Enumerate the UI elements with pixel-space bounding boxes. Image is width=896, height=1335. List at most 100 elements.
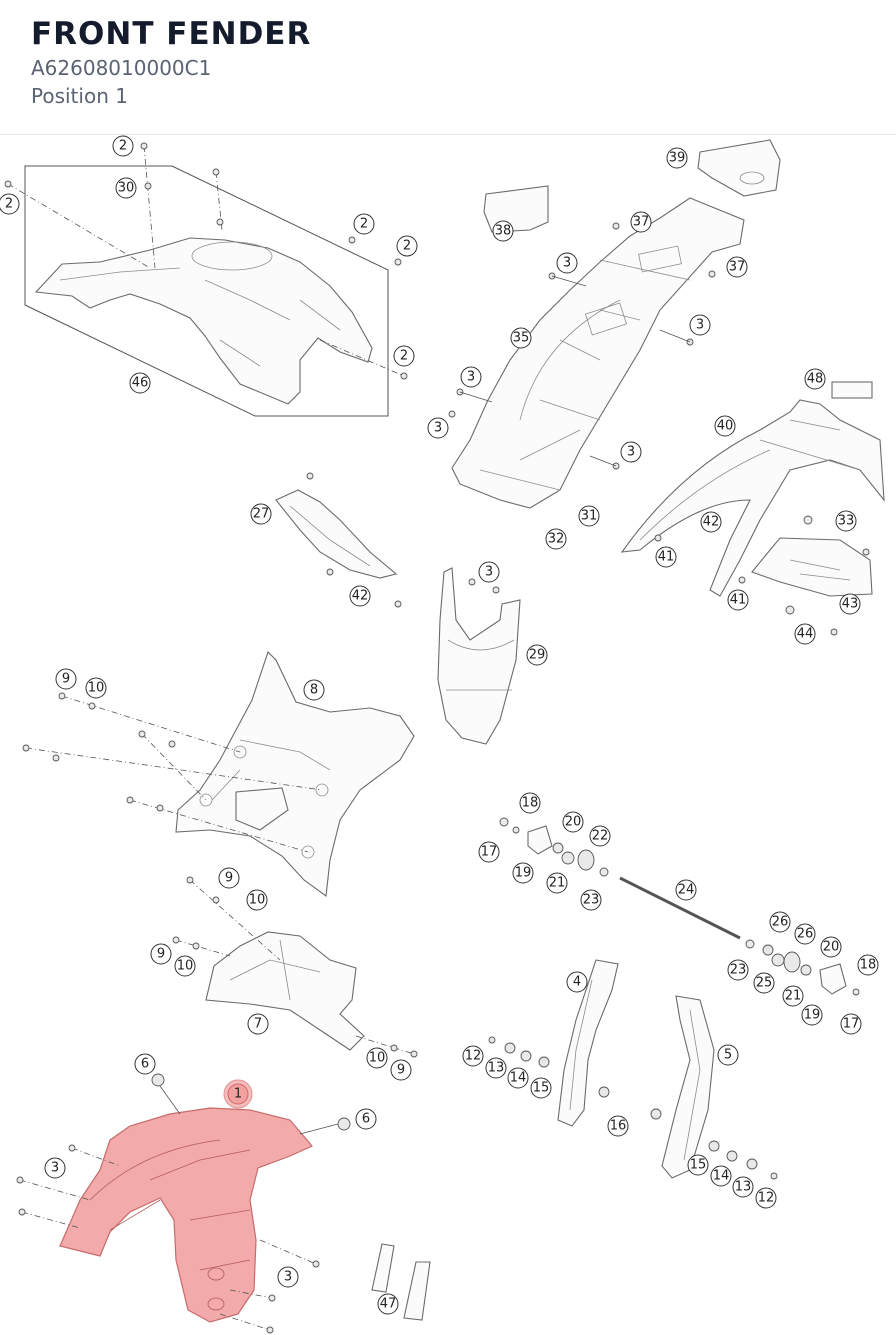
front-fender-highlighted [16, 1073, 351, 1334]
callout-label: 21 [785, 989, 802, 1004]
callout-bubble[interactable]: 35 [510, 327, 532, 349]
side-brackets-4-5 [488, 959, 778, 1180]
callout-label: 8 [310, 683, 318, 698]
callout-label: 20 [565, 815, 582, 830]
callout-bubble[interactable]: 26 [769, 911, 791, 933]
callout-bubble[interactable]: 18 [857, 954, 879, 976]
callout-bubble[interactable]: 48 [804, 368, 826, 390]
callout-bubble[interactable]: 18 [519, 792, 541, 814]
callout-bubble[interactable]: 2 [353, 213, 375, 235]
callout-label: 15 [533, 1081, 550, 1096]
callout-bubble[interactable]: 2 [0, 193, 20, 215]
callout-bubble[interactable]: 25 [753, 972, 775, 994]
callout-bubble[interactable]: 14 [507, 1067, 529, 1089]
callout-bubble[interactable]: 29 [526, 644, 548, 666]
callout-bubble[interactable]: 3 [427, 417, 449, 439]
callout-label: 2 [119, 139, 127, 154]
callout-bubble[interactable]: 10 [366, 1047, 388, 1069]
callout-bubble[interactable]: 10 [85, 677, 107, 699]
callout-label: 3 [563, 256, 571, 271]
callout-bubble-highlighted[interactable]: 1 [223, 1079, 253, 1109]
callout-bubble[interactable]: 3 [277, 1266, 299, 1288]
callout-bubble[interactable]: 19 [801, 1004, 823, 1026]
callout-bubble[interactable]: 43 [839, 593, 861, 615]
callout-bubble[interactable]: 13 [732, 1176, 754, 1198]
callout-label: 22 [592, 829, 609, 844]
callout-bubble[interactable]: 3 [44, 1157, 66, 1179]
callout-bubble[interactable]: 12 [462, 1045, 484, 1067]
callout-label: 27 [253, 507, 270, 522]
callout-bubble[interactable]: 40 [714, 415, 736, 437]
callout-bubble[interactable]: 44 [794, 623, 816, 645]
callout-bubble[interactable]: 2 [393, 345, 415, 367]
callout-bubble[interactable]: 5 [717, 1044, 739, 1066]
callout-bubble[interactable]: 33 [835, 510, 857, 532]
callout-bubble[interactable]: 17 [840, 1013, 862, 1035]
callout-bubble[interactable]: 10 [174, 955, 196, 977]
callout-label: 6 [362, 1112, 370, 1127]
callout-bubble[interactable]: 9 [55, 668, 77, 690]
callout-bubble[interactable]: 12 [755, 1187, 777, 1209]
callout-bubble[interactable]: 37 [630, 211, 652, 233]
callout-bubble[interactable]: 10 [246, 889, 268, 911]
callout-bubble[interactable]: 41 [727, 589, 749, 611]
callout-bubble[interactable]: 9 [390, 1059, 412, 1081]
callout-label: 41 [658, 550, 675, 565]
callout-label: 13 [488, 1061, 505, 1076]
callout-bubble[interactable]: 3 [478, 561, 500, 583]
callout-bubble[interactable]: 9 [150, 943, 172, 965]
callout-label: 42 [352, 589, 369, 604]
callout-bubble[interactable]: 46 [129, 372, 151, 394]
callout-bubble[interactable]: 8 [303, 679, 325, 701]
callout-label: 4 [573, 975, 581, 990]
callout-bubble[interactable]: 16 [607, 1115, 629, 1137]
callout-bubble[interactable]: 42 [700, 511, 722, 533]
cowl-assembly [4, 142, 408, 417]
callout-bubble[interactable]: 21 [546, 872, 568, 894]
callout-bubble[interactable]: 23 [580, 889, 602, 911]
callout-bubble[interactable]: 39 [666, 147, 688, 169]
callout-bubble[interactable]: 19 [512, 862, 534, 884]
callout-bubble[interactable]: 15 [687, 1154, 709, 1176]
callout-bubble[interactable]: 3 [460, 366, 482, 388]
callout-label: 41 [730, 593, 747, 608]
callout-bubble[interactable]: 15 [530, 1077, 552, 1099]
callout-label: 3 [434, 421, 442, 436]
callout-bubble[interactable]: 22 [589, 825, 611, 847]
callout-bubble[interactable]: 3 [620, 441, 642, 463]
callout-bubble[interactable]: 4 [566, 971, 588, 993]
callout-bubble[interactable]: 13 [485, 1057, 507, 1079]
callout-bubble[interactable]: 30 [115, 177, 137, 199]
callout-bubble[interactable]: 14 [710, 1165, 732, 1187]
callout-label: 3 [467, 370, 475, 385]
callout-bubble[interactable]: 3 [689, 314, 711, 336]
callout-bubble[interactable]: 27 [250, 503, 272, 525]
callout-bubble[interactable]: 9 [218, 867, 240, 889]
callout-bubble[interactable]: 38 [492, 220, 514, 242]
callout-bubble[interactable]: 2 [396, 235, 418, 257]
callout-bubble[interactable]: 37 [726, 256, 748, 278]
callout-bubble[interactable]: 31 [578, 505, 600, 527]
callout-bubble[interactable]: 23 [727, 959, 749, 981]
callout-bubble[interactable]: 6 [355, 1108, 377, 1130]
callout-label: 10 [249, 893, 266, 908]
callout-bubble[interactable]: 41 [655, 546, 677, 568]
callout-bubble[interactable]: 20 [562, 811, 584, 833]
callout-label: 12 [465, 1049, 482, 1064]
callout-bubble[interactable]: 6 [134, 1053, 156, 1075]
callout-bubble[interactable]: 2 [112, 135, 134, 157]
callout-label: 38 [495, 224, 512, 239]
callout-bubble[interactable]: 47 [377, 1293, 399, 1315]
callout-bubble[interactable]: 3 [556, 252, 578, 274]
callout-bubble[interactable]: 17 [478, 841, 500, 863]
callout-bubble[interactable]: 24 [675, 879, 697, 901]
callout-label: 33 [838, 514, 855, 529]
callout-bubble[interactable]: 21 [782, 985, 804, 1007]
callout-label: 42 [703, 515, 720, 530]
callout-bubble[interactable]: 7 [247, 1013, 269, 1035]
callout-bubble[interactable]: 26 [794, 923, 816, 945]
callout-bubble[interactable]: 32 [545, 528, 567, 550]
callout-label: 3 [51, 1161, 59, 1176]
callout-bubble[interactable]: 20 [820, 936, 842, 958]
callout-bubble[interactable]: 42 [349, 585, 371, 607]
